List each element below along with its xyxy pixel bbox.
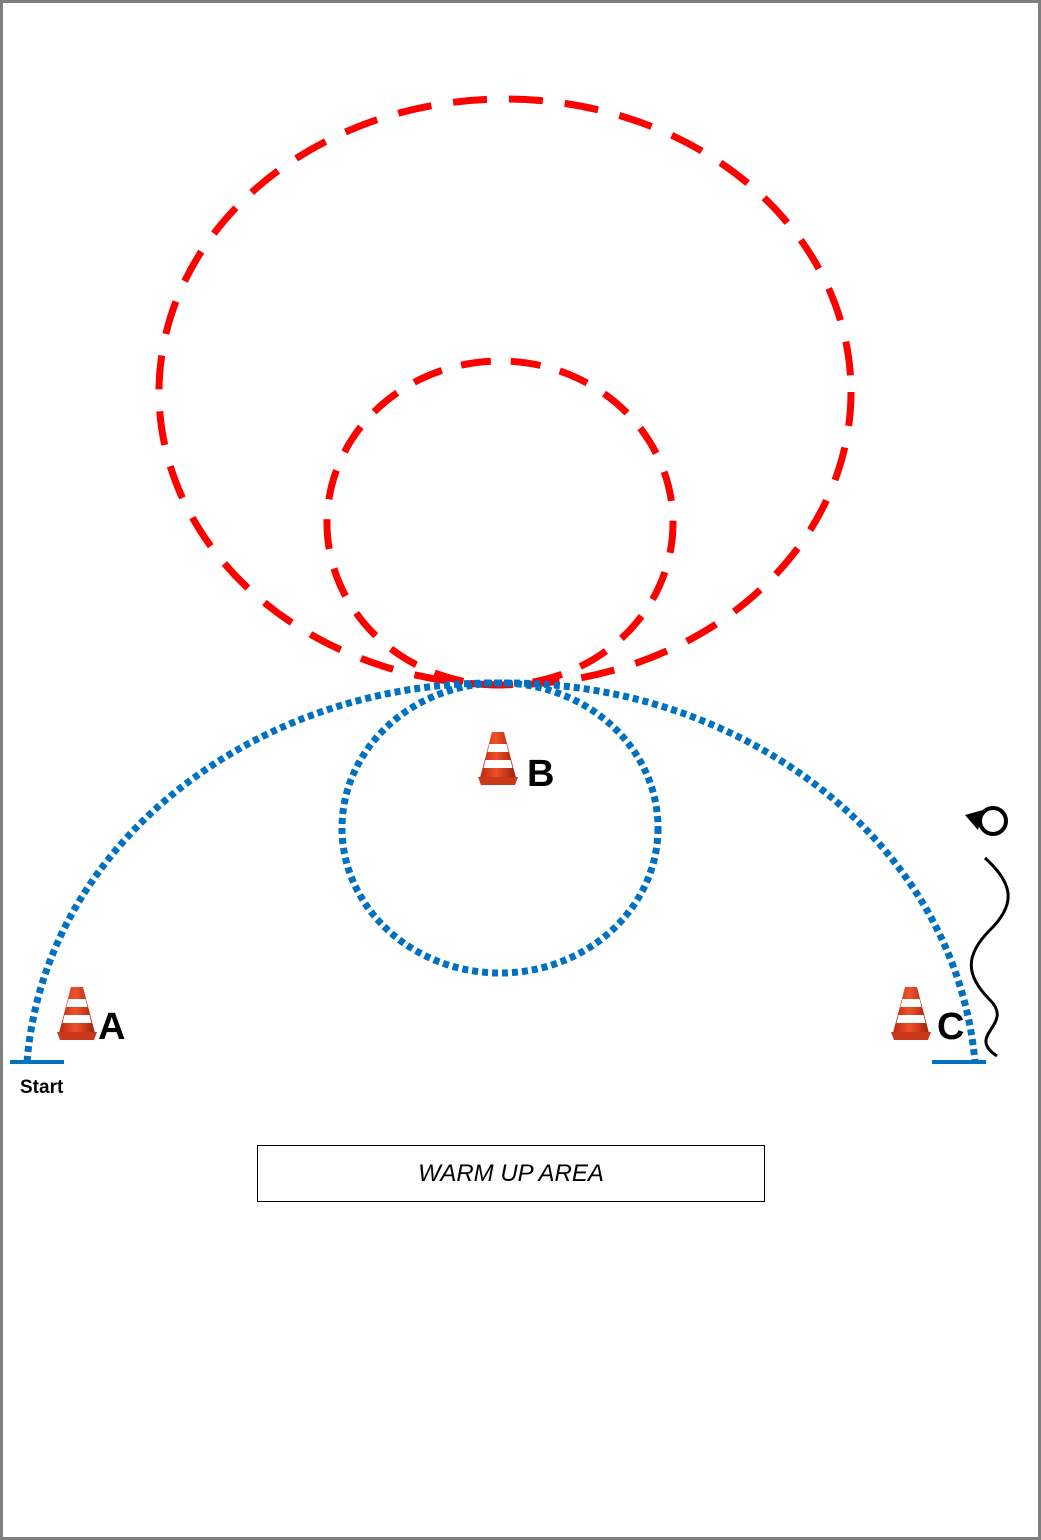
small-canter-circle bbox=[323, 357, 677, 689]
start-label: Start bbox=[20, 1077, 64, 1098]
trot-circle bbox=[338, 679, 662, 977]
cone-label-b: B bbox=[527, 753, 555, 795]
large-canter-circle bbox=[155, 95, 855, 689]
cone-label-a: A bbox=[98, 1006, 126, 1048]
wavy-line-with-circle-arrow-icon bbox=[965, 806, 1010, 1058]
traffic-cone-icon bbox=[891, 987, 931, 1040]
warm-up-area-box: WARM UP AREA bbox=[257, 1145, 765, 1202]
warm-up-area-label: WARM UP AREA bbox=[418, 1159, 604, 1187]
trot-arc-path bbox=[23, 679, 979, 1063]
traffic-cone-icon bbox=[478, 732, 518, 785]
cone-label-c: C bbox=[937, 1006, 965, 1048]
traffic-cone-icon bbox=[57, 987, 97, 1040]
